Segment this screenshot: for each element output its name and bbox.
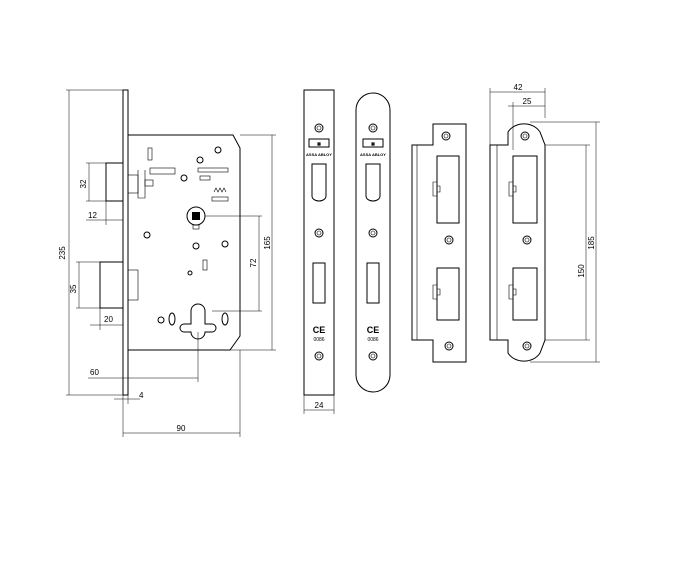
latch-bolt [105,162,124,202]
forend-square-view: ▦ ASSA ABLOY CE 0086 24 [303,89,335,414]
strike-plate-rounded-view [489,123,546,362]
dim-165: 165 [263,236,272,250]
deadbolt [99,261,124,309]
forend-rounded-view: ▦ ASSA ABLOY CE 0086 [355,92,391,393]
strike-plate-square-view [411,123,467,363]
ce-mark-2: CE [367,325,380,335]
brand-label: ASSA ABLOY [306,152,332,157]
dim-72: 72 [249,258,258,267]
forend-plate [122,89,129,396]
dim-185: 185 [587,236,596,250]
latch-slot [311,163,327,202]
brand-label-2: ASSA ABLOY [360,152,386,157]
dim-42: 42 [514,83,523,92]
dim-90: 90 [177,424,186,433]
cylinder-hole [179,303,217,340]
ce-mark: CE [313,325,326,335]
svg-text:▦: ▦ [371,141,375,146]
strike-plate-square [411,123,467,363]
dim-24: 24 [315,401,324,410]
dim-25: 25 [523,97,532,106]
lock-body-dimensions: 235 32 12 35 20 165 72 60 [58,89,276,437]
dim-235: 235 [58,246,67,260]
dim-60: 60 [90,368,99,377]
dim-35: 35 [69,284,78,293]
forend-rounded [355,92,391,393]
cert-number: 0086 [313,337,324,343]
lock-case [127,134,241,351]
forend-square [303,89,335,396]
dim-12: 12 [88,211,97,220]
dim-20: 20 [104,315,113,324]
lock-body-view [99,89,241,396]
dim-4: 4 [139,391,144,400]
dim-150: 150 [577,264,586,278]
dim-32: 32 [79,179,88,188]
bolt-slot [312,262,326,304]
cert-number-2: 0086 [367,337,378,343]
svg-text:▦: ▦ [317,141,321,146]
strike-dimensions: 42 25 185 150 [489,83,600,363]
